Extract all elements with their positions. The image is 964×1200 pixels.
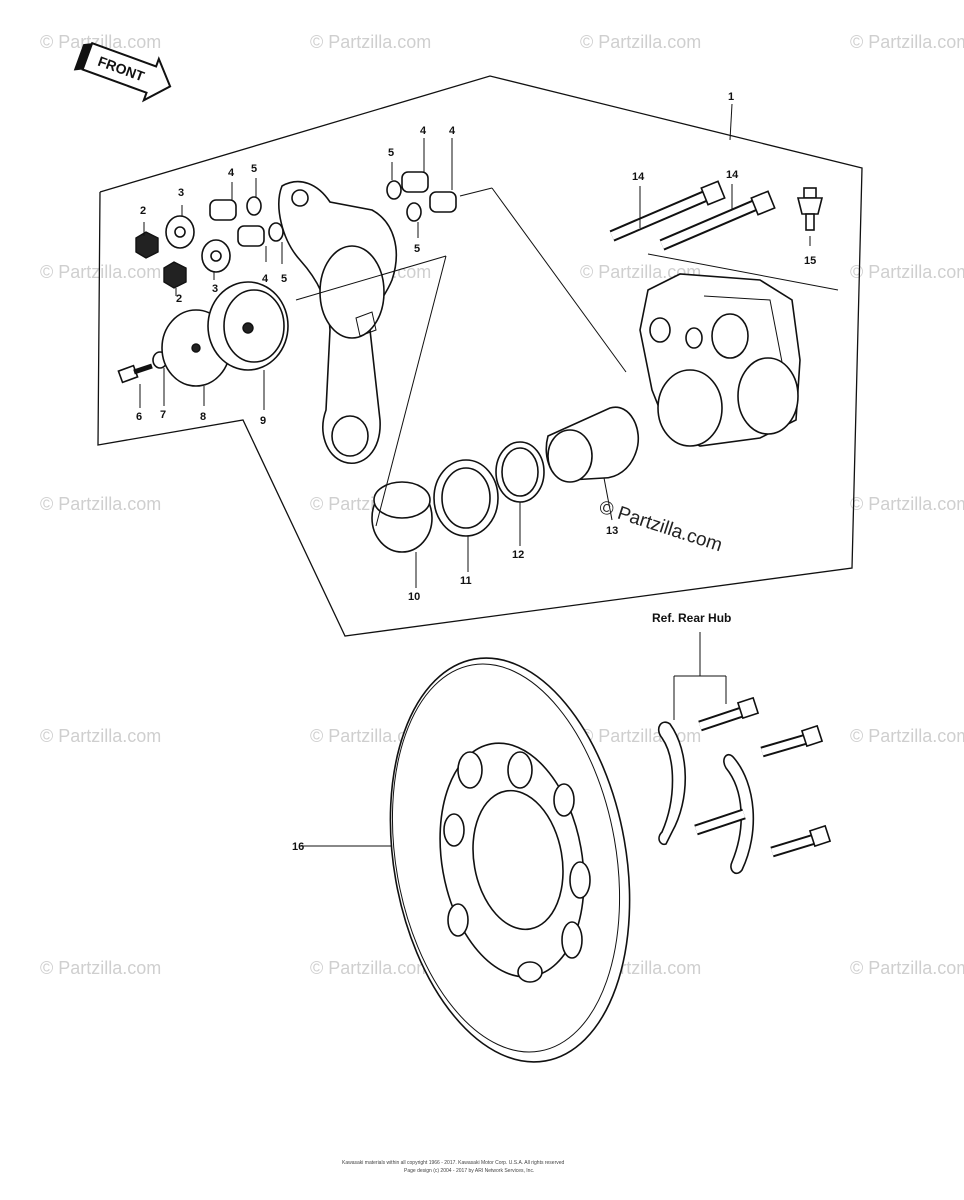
watermark: © Partzilla.com [850,494,964,514]
caliper-bracket [278,180,398,464]
leader-lines [139,103,839,588]
callout-5: 5 [281,273,287,285]
watermark: © Partzilla.com [40,494,161,514]
watermark: © Partzilla.com [850,726,964,746]
caliper-body [639,273,801,447]
callout-15: 15 [804,255,816,267]
callout-11: 11 [460,575,472,587]
callout-4: 4 [228,167,235,179]
watermark: © Partzilla.com [580,726,701,746]
small-hardware [117,171,457,387]
callout-7: 7 [160,409,166,421]
callout-5: 5 [251,163,257,175]
callout-16: 16 [292,841,304,853]
watermark: © Partzilla.com [40,32,161,52]
callout-12: 12 [512,549,524,561]
callout-8: 8 [200,411,206,423]
hub-hardware [657,632,832,875]
watermark: © Partzilla.com [850,958,964,978]
reference-note: Ref. Rear Hub [652,611,731,625]
watermark: © Partzilla.com [580,32,701,52]
callout-14: 14 [632,171,645,183]
callout-13: 13 [606,525,618,537]
watermark: © Partzilla.com [40,958,161,978]
callout-5: 5 [388,147,394,159]
caliper-bolts [609,180,776,251]
watermark: © Partzilla.com [40,262,161,282]
watermark: © Partzilla.com [850,262,964,282]
callout-4: 4 [262,273,269,285]
watermark: © Partzilla.com [310,32,431,52]
callout-14: 14 [726,169,739,181]
callout-2: 2 [176,293,182,305]
callout-6: 6 [136,411,142,423]
watermark: © Partzilla.com [310,958,431,978]
callout-4: 4 [420,125,427,137]
watermark: © Partzilla.com [580,262,701,282]
callout-10: 10 [408,591,420,603]
brake-disc [300,657,631,1063]
callout-3: 3 [212,283,218,295]
callout-9: 9 [260,415,266,427]
callout-1: 1 [728,91,734,103]
watermark: © Partzilla.com [850,32,964,52]
footer-copyright: Kawasaki materials within all copyright … [342,1160,565,1166]
callout-4: 4 [449,125,456,137]
callout-2: 2 [140,205,146,217]
watermark: © Partzilla.com [40,726,161,746]
assembly-outline [97,75,863,637]
callout-5: 5 [414,243,420,255]
piston-components [371,406,640,553]
footer-design: Page design (c) 2004 - 2017 by ARI Netwo… [404,1168,534,1174]
callout-3: 3 [178,187,184,199]
bleeder-valve [796,187,824,231]
callout-labels: 1 2 2 3 3 4 4 4 4 5 5 5 5 6 7 8 9 10 11 … [136,91,816,853]
